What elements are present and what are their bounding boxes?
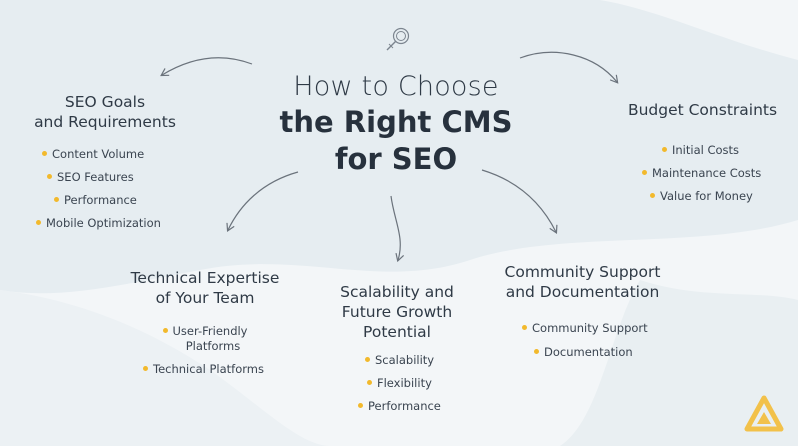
list-item-label: Initial Costs xyxy=(672,143,740,157)
list-item: Performance xyxy=(54,189,161,212)
list-item-label-continued: Platforms xyxy=(185,339,241,353)
bullet-dot xyxy=(642,170,647,175)
list-item: Maintenance Costs xyxy=(642,162,761,185)
list-item-label: User-Friendly xyxy=(172,324,248,338)
bullet-dot xyxy=(162,328,168,333)
list-item-label: Performance xyxy=(368,399,441,413)
community-heading: Community Support and Documentation xyxy=(495,262,670,302)
title-line-1: How to Choose xyxy=(293,71,499,102)
arrow-to-budget xyxy=(519,51,619,84)
community-heading-line-1: Community Support xyxy=(504,263,661,281)
list-item-label: SEO Features xyxy=(57,170,134,184)
main-title: How to Choose the Right CMS for SEO xyxy=(246,70,546,178)
title-line-2: the Right CMS xyxy=(279,105,513,139)
technical-heading: Technical Expertise of Your Team xyxy=(120,268,290,308)
technical-heading-line-2: of Your Team xyxy=(155,289,255,307)
arrow-to-community xyxy=(481,169,558,234)
list-item: Scalability xyxy=(365,349,441,372)
bullet-dot xyxy=(365,357,370,362)
bullet-dot xyxy=(42,151,47,156)
list-item-label: Community Support xyxy=(532,321,648,335)
scalability-heading: Scalability and Future Growth Potential xyxy=(322,282,472,342)
seo-goals-heading-line-2: and Requirements xyxy=(34,113,176,131)
seo-goals-list: Content Volume SEO Features Performance … xyxy=(36,143,161,235)
community-list: Community Support Documentation xyxy=(522,317,648,364)
budget-heading: Budget Constraints xyxy=(620,100,785,120)
magnifier-icon xyxy=(386,27,410,51)
list-item: Mobile Optimization xyxy=(36,212,161,235)
scalability-heading-line-2: Future Growth xyxy=(341,303,453,321)
list-item-label: Technical Platforms xyxy=(153,362,264,376)
bullet-dot xyxy=(54,197,59,202)
arrow-to-seo-goals xyxy=(160,57,253,77)
list-item: Initial Costs xyxy=(662,139,761,162)
list-item: Content Volume xyxy=(42,143,161,166)
list-item-label: Mobile Optimization xyxy=(46,216,161,230)
technical-list: User-Friendly Platforms Technical Platfo… xyxy=(143,324,264,381)
bullet-dot xyxy=(522,325,527,330)
community-heading-line-2: and Documentation xyxy=(505,283,660,301)
list-item: Flexibility xyxy=(367,372,441,395)
scalability-heading-line-3: Potential xyxy=(363,323,431,341)
bullet-dot xyxy=(143,366,148,371)
arrow-to-scalability xyxy=(390,195,405,263)
budget-heading-text: Budget Constraints xyxy=(627,101,778,119)
list-item: Documentation xyxy=(534,341,648,364)
bullet-dot xyxy=(534,349,539,354)
list-item-label: Flexibility xyxy=(377,376,432,390)
list-item-label: Performance xyxy=(64,193,137,207)
list-item: Performance xyxy=(358,395,441,418)
arrow-to-technical xyxy=(226,171,299,232)
list-item: Value for Money xyxy=(650,185,761,208)
list-item: SEO Features xyxy=(47,166,161,189)
technical-heading-line-1: Technical Expertise xyxy=(130,269,280,287)
bullet-dot xyxy=(650,193,655,198)
list-item-label: Documentation xyxy=(544,345,633,359)
list-item: Technical Platforms xyxy=(143,358,264,381)
bullet-dot xyxy=(662,147,667,152)
seo-goals-heading-line-1: SEO Goals xyxy=(64,93,146,111)
list-item-label: Maintenance Costs xyxy=(652,166,762,180)
title-line-3: for SEO xyxy=(334,142,458,176)
list-item-label: Value for Money xyxy=(660,189,753,203)
triangle-logo-icon xyxy=(744,395,784,432)
list-item-label: Scalability xyxy=(375,353,435,367)
bullet-dot xyxy=(47,174,52,179)
scalability-heading-line-1: Scalability and xyxy=(340,283,454,301)
bullet-dot xyxy=(367,380,372,385)
seo-goals-heading: SEO Goals and Requirements xyxy=(30,92,180,132)
scalability-list: Scalability Flexibility Performance xyxy=(358,349,441,418)
bullet-dot xyxy=(36,220,41,225)
bullet-dot xyxy=(358,403,363,408)
list-item: User-Friendly Platforms xyxy=(155,324,255,354)
list-item-label: Content Volume xyxy=(52,147,145,161)
list-item: Community Support xyxy=(522,317,648,340)
budget-list: Initial Costs Maintenance Costs Value fo… xyxy=(642,139,761,208)
